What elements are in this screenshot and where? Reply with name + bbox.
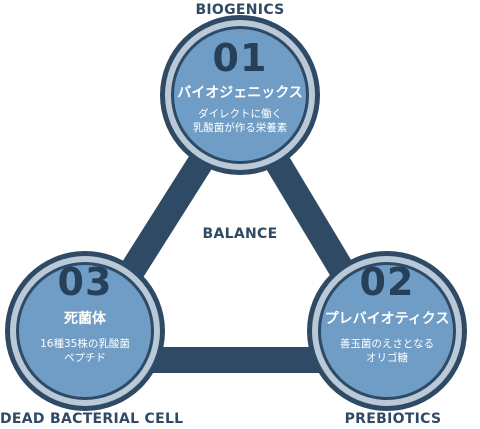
node-title: プレバイオティクス xyxy=(324,311,450,327)
node-biogenics xyxy=(160,15,320,175)
node-01-text: 01 バイオジェニックス ダイレクトに働く 乳酸菌が作る栄養素 xyxy=(170,38,310,135)
node-title: 死菌体 xyxy=(64,311,106,327)
node-description: 善玉菌のえさとなる オリゴ糖 xyxy=(317,338,457,365)
node-title: バイオジェニックス xyxy=(177,85,303,101)
node-description: ダイレクトに働く 乳酸菌が作る栄養素 xyxy=(170,108,310,135)
node-number: 03 xyxy=(57,260,113,304)
label-balance: BALANCE xyxy=(202,226,278,242)
description-line: 善玉菌のえさとなる xyxy=(339,338,435,350)
node-description: 16種35株の乳酸菌 ペプチド xyxy=(15,338,155,365)
label-dead-bacterial-cell: DEAD BACTERIAL CELL xyxy=(0,411,184,427)
description-line: ペプチド xyxy=(64,351,106,364)
node-02-text: 02 プレバイオティクス 善玉菌のえさとなる オリゴ糖 xyxy=(317,262,457,365)
description-line: ダイレクトに働く xyxy=(198,108,282,120)
node-number: 01 xyxy=(212,36,268,80)
node-number: 02 xyxy=(359,260,415,304)
label-biogenics: BIOGENICS xyxy=(195,2,285,18)
node-dead-bacterial-cell xyxy=(5,251,165,411)
description-line: 16種35株の乳酸菌 xyxy=(40,338,130,350)
description-line: 乳酸菌が作る栄養素 xyxy=(192,121,288,134)
node-03-text: 03 死菌体 16種35株の乳酸菌 ペプチド xyxy=(15,262,155,365)
node-prebiotics xyxy=(307,251,467,411)
description-line: オリゴ糖 xyxy=(366,351,408,364)
label-prebiotics: PREBIOTICS xyxy=(344,411,442,427)
